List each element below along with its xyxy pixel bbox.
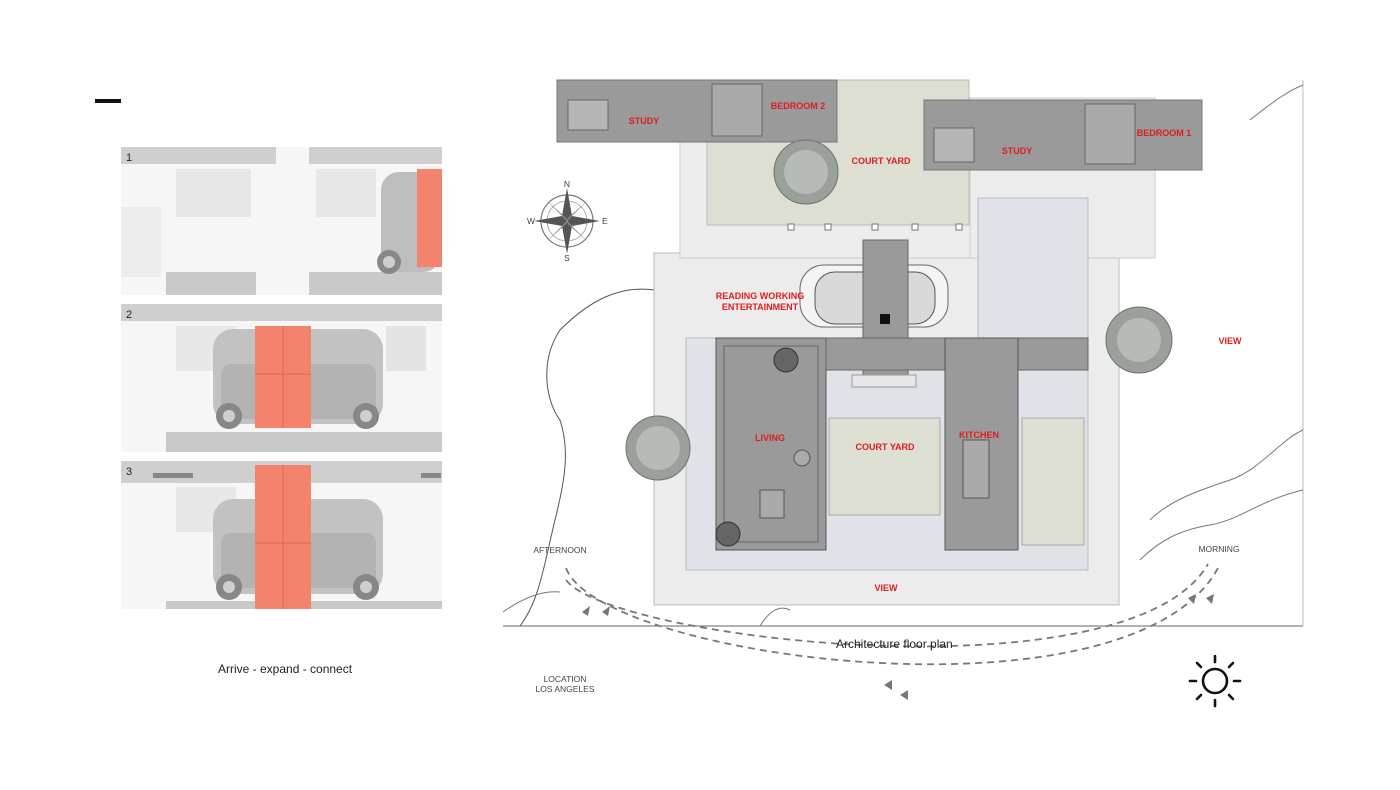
room-label-view-right: VIEW	[1218, 336, 1242, 346]
compass-w: W	[527, 216, 535, 226]
room-label-entertainment: ENTERTAINMENT	[722, 302, 799, 312]
dash-mark	[95, 99, 121, 103]
step-panel-1: 1	[121, 147, 442, 295]
sun-arrow-icon	[582, 606, 590, 616]
panel-number: 2	[126, 309, 133, 321]
step-2-illustration	[121, 304, 442, 452]
sun-arrow-icon	[602, 606, 610, 616]
room-label-kitchen: KITCHEN	[959, 430, 999, 440]
room-label-view-bottom: VIEW	[874, 583, 898, 593]
room-label-study-right: STUDY	[1002, 146, 1033, 156]
room-label-living: LIVING	[755, 433, 785, 443]
compass-e: E	[602, 216, 608, 226]
panel-number: 1	[126, 152, 133, 164]
step-panel-3: 3	[121, 461, 442, 609]
sun-icon	[1188, 654, 1242, 708]
panel-number: 3	[126, 466, 133, 478]
room-label-study-left: STUDY	[629, 116, 660, 126]
label-location: LOCATION	[544, 674, 587, 684]
sun-arrow-icon	[884, 680, 892, 690]
steps-caption: Arrive - expand - connect	[218, 662, 353, 676]
room-label-bedroom-2: BEDROOM 2	[771, 101, 826, 111]
label-morning: MORNING	[1198, 544, 1239, 554]
room-label-bedroom-1: BEDROOM 1	[1137, 128, 1192, 138]
compass-n: N	[564, 179, 570, 189]
step-3-illustration	[121, 461, 442, 609]
plan-caption: Architecture floor plan	[836, 637, 953, 651]
compass-icon	[534, 188, 600, 254]
room-label-reading: READING WORKING	[716, 291, 805, 301]
sun-arrow-icon	[1206, 594, 1214, 604]
label-city: LOS ANGELES	[535, 684, 594, 694]
label-afternoon: AFTERNOON	[533, 545, 586, 555]
step-panel-2: 2	[121, 304, 442, 452]
compass-s: S	[564, 253, 570, 263]
sun-arrow-icon	[900, 690, 908, 700]
sun-arrow-icon	[1188, 594, 1196, 604]
room-label-court-yard-top: COURT YARD	[851, 156, 911, 166]
step-1-illustration	[121, 147, 442, 295]
room-label-court-yard-center: COURT YARD	[855, 442, 915, 452]
